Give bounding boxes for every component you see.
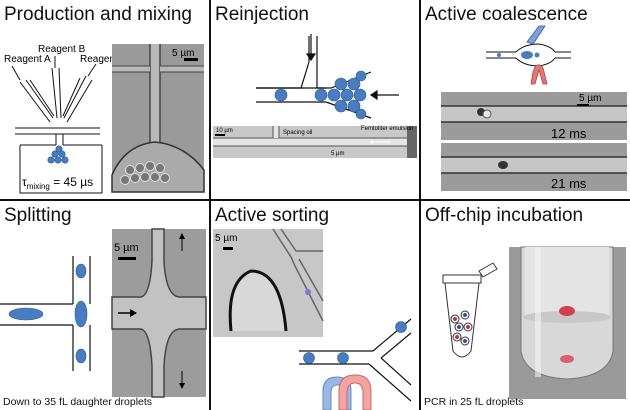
panel-caption: PCR in 25 fL droplets bbox=[424, 396, 524, 408]
sorting-scale-label: 5 µm bbox=[215, 233, 237, 244]
panel-title: Reinjection bbox=[215, 4, 309, 25]
divider-horizontal bbox=[0, 199, 630, 201]
split-droplets bbox=[8, 263, 88, 364]
time-12ms-label: 12 ms bbox=[551, 126, 587, 141]
splitting-micrograph: 5 µm bbox=[111, 228, 207, 398]
pcr-tube-icon bbox=[442, 262, 498, 358]
spacing-oil-label: Spacing oil bbox=[283, 130, 312, 136]
reinjection-diagram: 10 µm Spacing oil Femtoliter emulsion 5 … bbox=[213, 34, 417, 158]
reinjection-scale-label: 10 µm bbox=[216, 128, 233, 134]
reagent-c-label: Reagent C bbox=[80, 54, 128, 65]
panel-title: Active sorting bbox=[215, 205, 330, 226]
reinjection-scale2-label: 5 µm bbox=[331, 151, 344, 157]
coalescence-micrograph-1: 5 µm 12 ms bbox=[441, 92, 627, 141]
splitting-diagram: 5 µm bbox=[0, 228, 207, 398]
reinjection-micrograph: 10 µm Spacing oil Femtoliter emulsion 5 … bbox=[213, 126, 417, 158]
production-scale-label: 5 µm bbox=[172, 48, 194, 59]
panel-title: Off-chip incubation bbox=[425, 205, 584, 226]
sorting-micrograph: 5 µm bbox=[213, 228, 324, 337]
coalescence-micrograph-2: 21 ms bbox=[441, 143, 627, 191]
coalescence-droplets bbox=[497, 51, 540, 59]
panel-splitting: Splitting 5 µm Down to 35 fL daughter d bbox=[0, 201, 209, 410]
coalescence-diagram: 5 µm 12 ms 21 ms bbox=[441, 25, 627, 191]
electrode-red bbox=[530, 64, 548, 85]
splitting-scale-label: 5 µm bbox=[114, 242, 139, 254]
panel-production-mixing: Production and mixing Reagent A Reagent … bbox=[0, 0, 209, 199]
sorting-droplets bbox=[303, 321, 407, 364]
panel-title: Active coalescence bbox=[425, 4, 588, 25]
reagent-b-label: Reagent B bbox=[38, 44, 86, 55]
panel-title: Splitting bbox=[4, 205, 72, 226]
femtoliter-emulsion-label: Femtoliter emulsion bbox=[361, 126, 413, 132]
panel-off-chip-incubation: Off-chip incubation bbox=[421, 201, 630, 410]
electrode-red bbox=[338, 374, 372, 410]
reagent-a-label: Reagent A bbox=[4, 54, 51, 65]
production-diagram: Reagent A Reagent B Reagent C τmixing = … bbox=[4, 44, 205, 194]
time-21ms-label: 21 ms bbox=[551, 176, 587, 191]
reinjected-droplets bbox=[274, 70, 367, 120]
produced-droplets bbox=[47, 145, 69, 164]
panel-active-sorting: Active sorting 5 µm bbox=[211, 201, 419, 410]
divider-vertical-right bbox=[419, 0, 421, 410]
coalescence-scale-label: 5 µm bbox=[579, 93, 601, 104]
production-micrograph: 5 µm bbox=[111, 44, 205, 193]
panel-title: Production and mixing bbox=[4, 4, 192, 25]
incubation-diagram bbox=[442, 246, 626, 399]
panel-caption: Down to 35 fL daughter droplets bbox=[3, 396, 153, 408]
tau-mixing-label: τmixing = 45 µs bbox=[22, 175, 93, 191]
panel-reinjection: Reinjection 1 bbox=[211, 0, 419, 199]
sorting-diagram: 5 µm bbox=[213, 228, 412, 410]
electrode-blue bbox=[526, 25, 546, 45]
divider-vertical-left bbox=[209, 0, 211, 410]
panel-active-coalescence: Active coalescence 5 µm 12 ms bbox=[421, 0, 630, 199]
incubation-photo bbox=[509, 246, 626, 399]
